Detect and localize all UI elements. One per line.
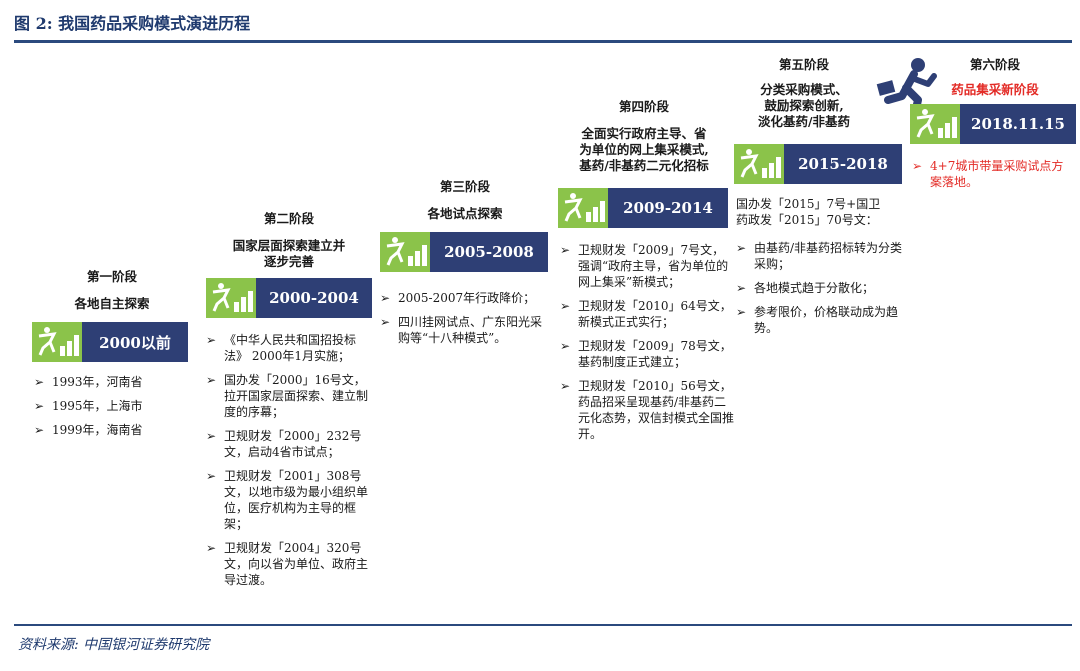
list-item: 卫规财发「2009」7号文，强调“政府主导，省为单位的网上集采”新模式； — [560, 242, 734, 290]
stage-1-label: 第一阶段 — [86, 269, 137, 284]
stage-3-label: 第三阶段 — [439, 179, 490, 194]
stage-5-list: 由基药/非基药招标转为分类采购； 各地模式趋于分散化； 参考限价，价格联动成为趋… — [736, 240, 908, 344]
growth-icon — [910, 104, 960, 144]
stage-3-desc: 各地试点探索 — [427, 206, 503, 221]
stage-4-bar: 2009-2014 — [558, 188, 728, 228]
growth-icon — [558, 188, 608, 228]
stage-5-bar: 2015-2018 — [734, 144, 902, 184]
list-item: 卫规财发「2010」56号文，药品招采呈现基药/非基药二元化态势，双信封模式全国… — [560, 378, 734, 442]
stage-5-label: 第五阶段 — [778, 57, 829, 72]
stage-1-bar: 2000以前 — [32, 322, 188, 362]
stage-1-list: 1993年，河南省 1995年，上海市 1999年，海南省 — [34, 374, 194, 446]
stage-4-period: 2009-2014 — [608, 188, 728, 228]
list-item: 1995年，上海市 — [34, 398, 194, 414]
growth-icon — [734, 144, 784, 184]
bottom-rule — [14, 624, 1072, 626]
source-note: 资料来源: 中国银河证券研究院 — [18, 637, 210, 653]
stage-5-period: 2015-2018 — [784, 144, 902, 184]
stage-4-list: 卫规财发「2009」7号文，强调“政府主导，省为单位的网上集采”新模式； 卫规财… — [560, 242, 734, 450]
stage-2-bar: 2000-2004 — [206, 278, 372, 318]
stage-1-period: 2000以前 — [82, 322, 188, 362]
list-item: 2005-2007年行政降价； — [380, 290, 552, 306]
list-item: 卫规财发「2000」232号文，启动4省市试点； — [206, 428, 376, 460]
list-item: 1999年，海南省 — [34, 422, 194, 438]
stage-2-period: 2000-2004 — [256, 278, 372, 318]
stage-2-list: 《中华人民共和国招投标法》 2000年1月实施； 国办发「2000」16号文，拉… — [206, 332, 376, 596]
list-item: 各地模式趋于分散化； — [736, 280, 908, 296]
stage-1-desc: 各地自主探索 — [74, 296, 150, 311]
growth-icon — [380, 232, 430, 272]
list-item: 国办发「2000」16号文，拉开国家层面探索、建立制度的序幕； — [206, 372, 376, 420]
list-item: 卫规财发「2001」308号文，以地市级为最小组织单位，医疗机构为主导的框架； — [206, 468, 376, 532]
stage-5-desc: 分类采购模式、鼓励探索创新,淡化基药/非基药 — [757, 82, 851, 129]
stage-2-label: 第二阶段 — [263, 211, 314, 226]
growth-icon — [206, 278, 256, 318]
stage-2-desc: 国家层面探索建立并逐步完善 — [232, 238, 346, 269]
list-item: 参考限价，价格联动成为趋势。 — [736, 304, 908, 336]
stage-3-bar: 2005-2008 — [380, 232, 548, 272]
figure-title: 图 2: 我国药品采购模式演进历程 — [14, 14, 251, 33]
stage-5-intro: 国办发「2015」7号+国卫药政发「2015」70号文： — [736, 197, 881, 227]
list-item: 卫规财发「2004」320号文，向以省为单位、政府主导过渡。 — [206, 540, 376, 588]
stage-4-label: 第四阶段 — [618, 99, 669, 114]
stage-4-desc: 全面实行政府主导、省为单位的网上集采模式,基药/非基药二元化招标 — [579, 126, 709, 173]
list-item: 1993年，河南省 — [34, 374, 194, 390]
top-rule — [14, 40, 1072, 43]
stage-3-period: 2005-2008 — [430, 232, 548, 272]
stage-6-list: 4+7城市带量采购试点方案落地。 — [912, 158, 1072, 198]
stage-6-period: 2018.11.15 — [960, 104, 1076, 144]
stage-3-list: 2005-2007年行政降价； 四川挂网试点、广东阳光采购等“十八种模式”。 — [380, 290, 552, 354]
growth-icon — [32, 322, 82, 362]
list-item: 四川挂网试点、广东阳光采购等“十八种模式”。 — [380, 314, 552, 346]
list-item: 《中华人民共和国招投标法》 2000年1月实施； — [206, 332, 376, 364]
stage-6-label: 第六阶段 — [969, 57, 1020, 72]
list-item: 由基药/非基药招标转为分类采购； — [736, 240, 908, 272]
stage-6-bar: 2018.11.15 — [910, 104, 1076, 144]
list-item: 4+7城市带量采购试点方案落地。 — [912, 158, 1072, 190]
list-item: 卫规财发「2009」78号文，基药制度正式建立； — [560, 338, 734, 370]
list-item: 卫规财发「2010」64号文，新模式正式实行； — [560, 298, 734, 330]
running-man-icon — [874, 56, 944, 126]
stage-6-desc: 药品集采新阶段 — [951, 82, 1039, 97]
